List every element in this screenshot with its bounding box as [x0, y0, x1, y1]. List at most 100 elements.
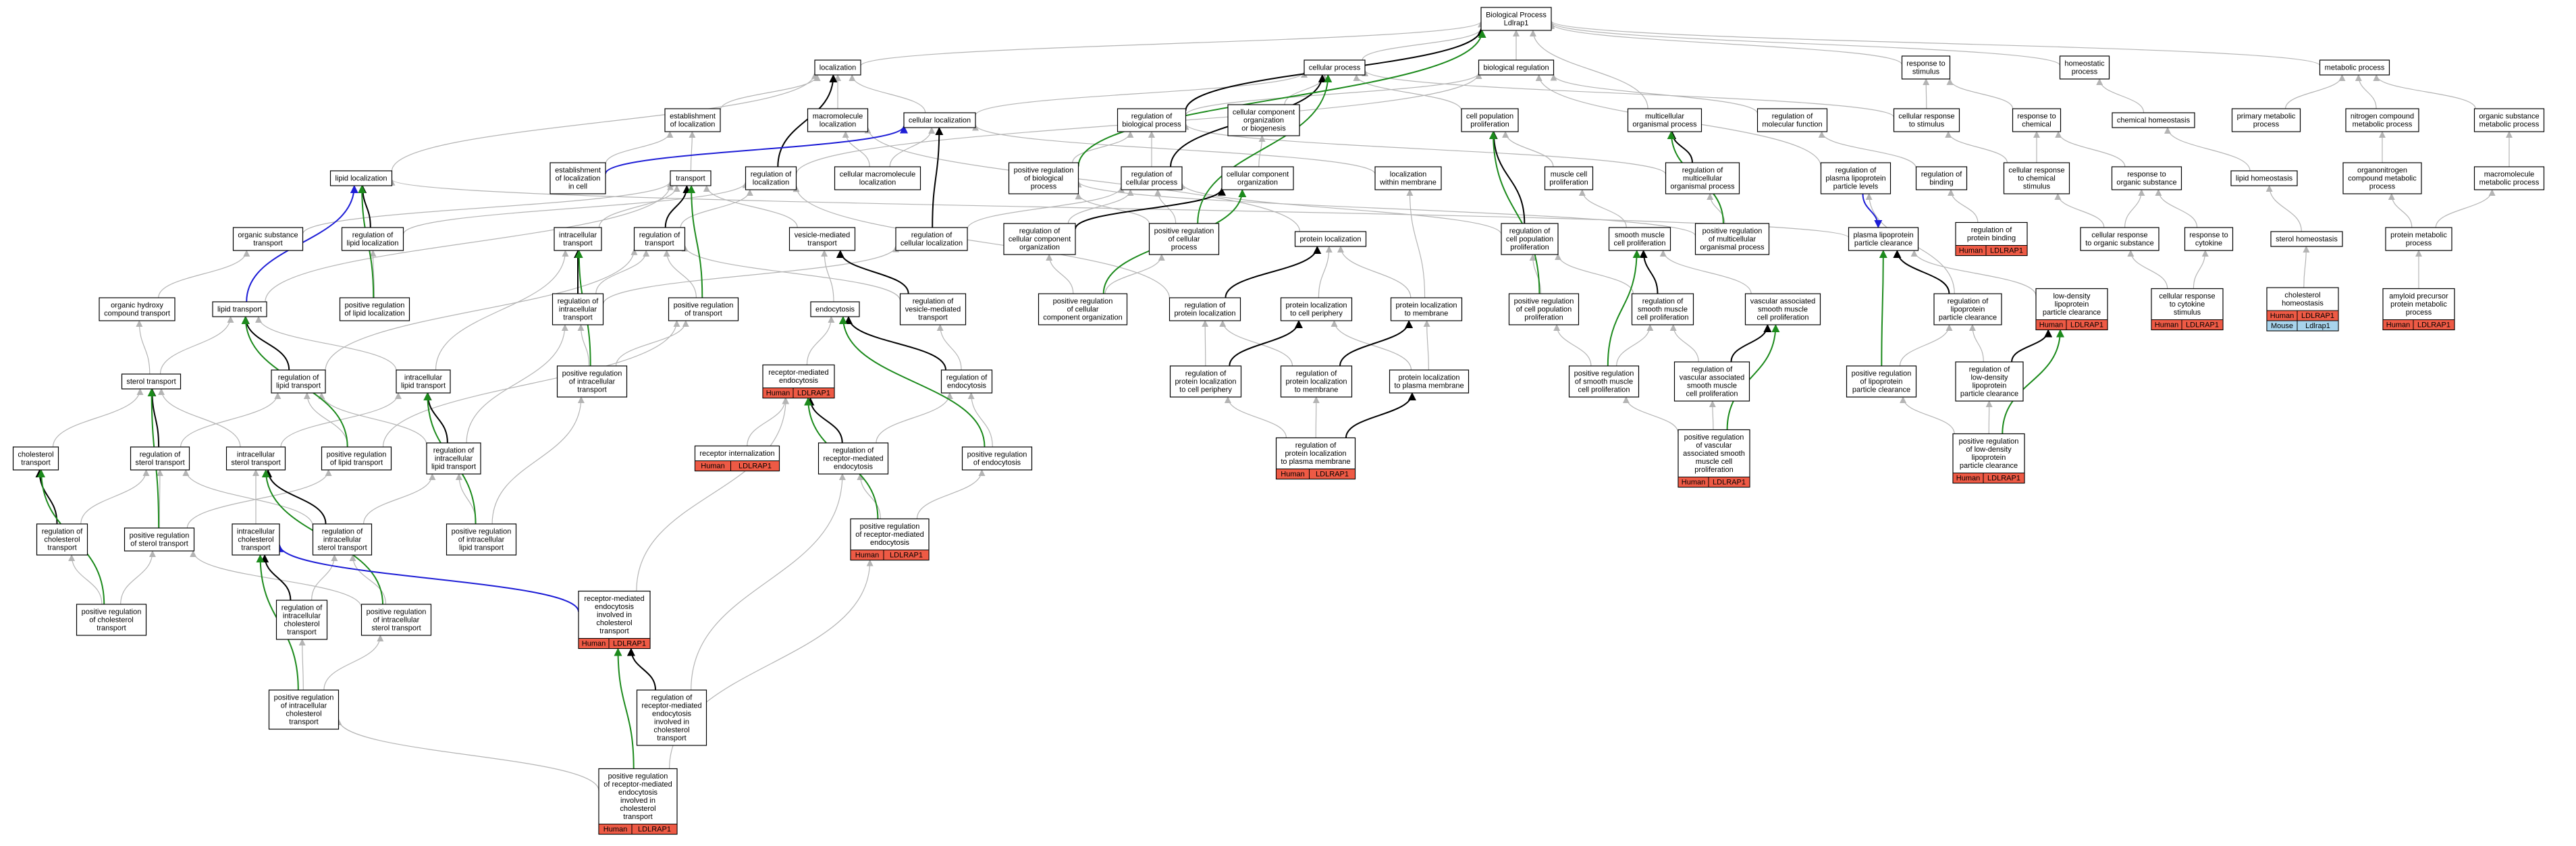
go-term-endo[interactable]: endocytosis	[810, 301, 860, 317]
go-term-mp[interactable]: metabolic process	[2319, 59, 2390, 76]
go-term-sh[interactable]: sterol homeostasis	[2270, 231, 2343, 247]
go-term-ll[interactable]: lipid localization	[329, 170, 393, 186]
go-term-pl[interactable]: protein localization	[1294, 231, 1367, 247]
go-term-rldlpc[interactable]: regulation oflow-densitylipoproteinparti…	[1955, 361, 2024, 402]
go-term-lt[interactable]: lipid transport	[212, 301, 267, 317]
go-term-rrmeict[interactable]: regulation ofreceptor-mediatedendocytosi…	[636, 689, 707, 746]
go-term-tr[interactable]: transport	[670, 170, 712, 186]
go-term-rrme[interactable]: regulation ofreceptor-mediatedendocytosi…	[817, 442, 889, 475]
go-term-lh[interactable]: lipid homeostasis	[2230, 170, 2298, 186]
go-term-breg[interactable]: biological regulation	[1478, 59, 1555, 76]
go-term-ch[interactable]: chemical homeostasis	[2112, 112, 2195, 128]
go-term-loc[interactable]: localization	[814, 59, 861, 76]
go-term-cl[interactable]: cellular localization	[903, 112, 976, 128]
go-term-cp[interactable]: cellular process	[1304, 59, 1366, 76]
go-term-rict[interactable]: regulation ofintracellularcholesteroltra…	[275, 600, 328, 640]
go-term-stt[interactable]: sterol transport	[121, 373, 182, 390]
